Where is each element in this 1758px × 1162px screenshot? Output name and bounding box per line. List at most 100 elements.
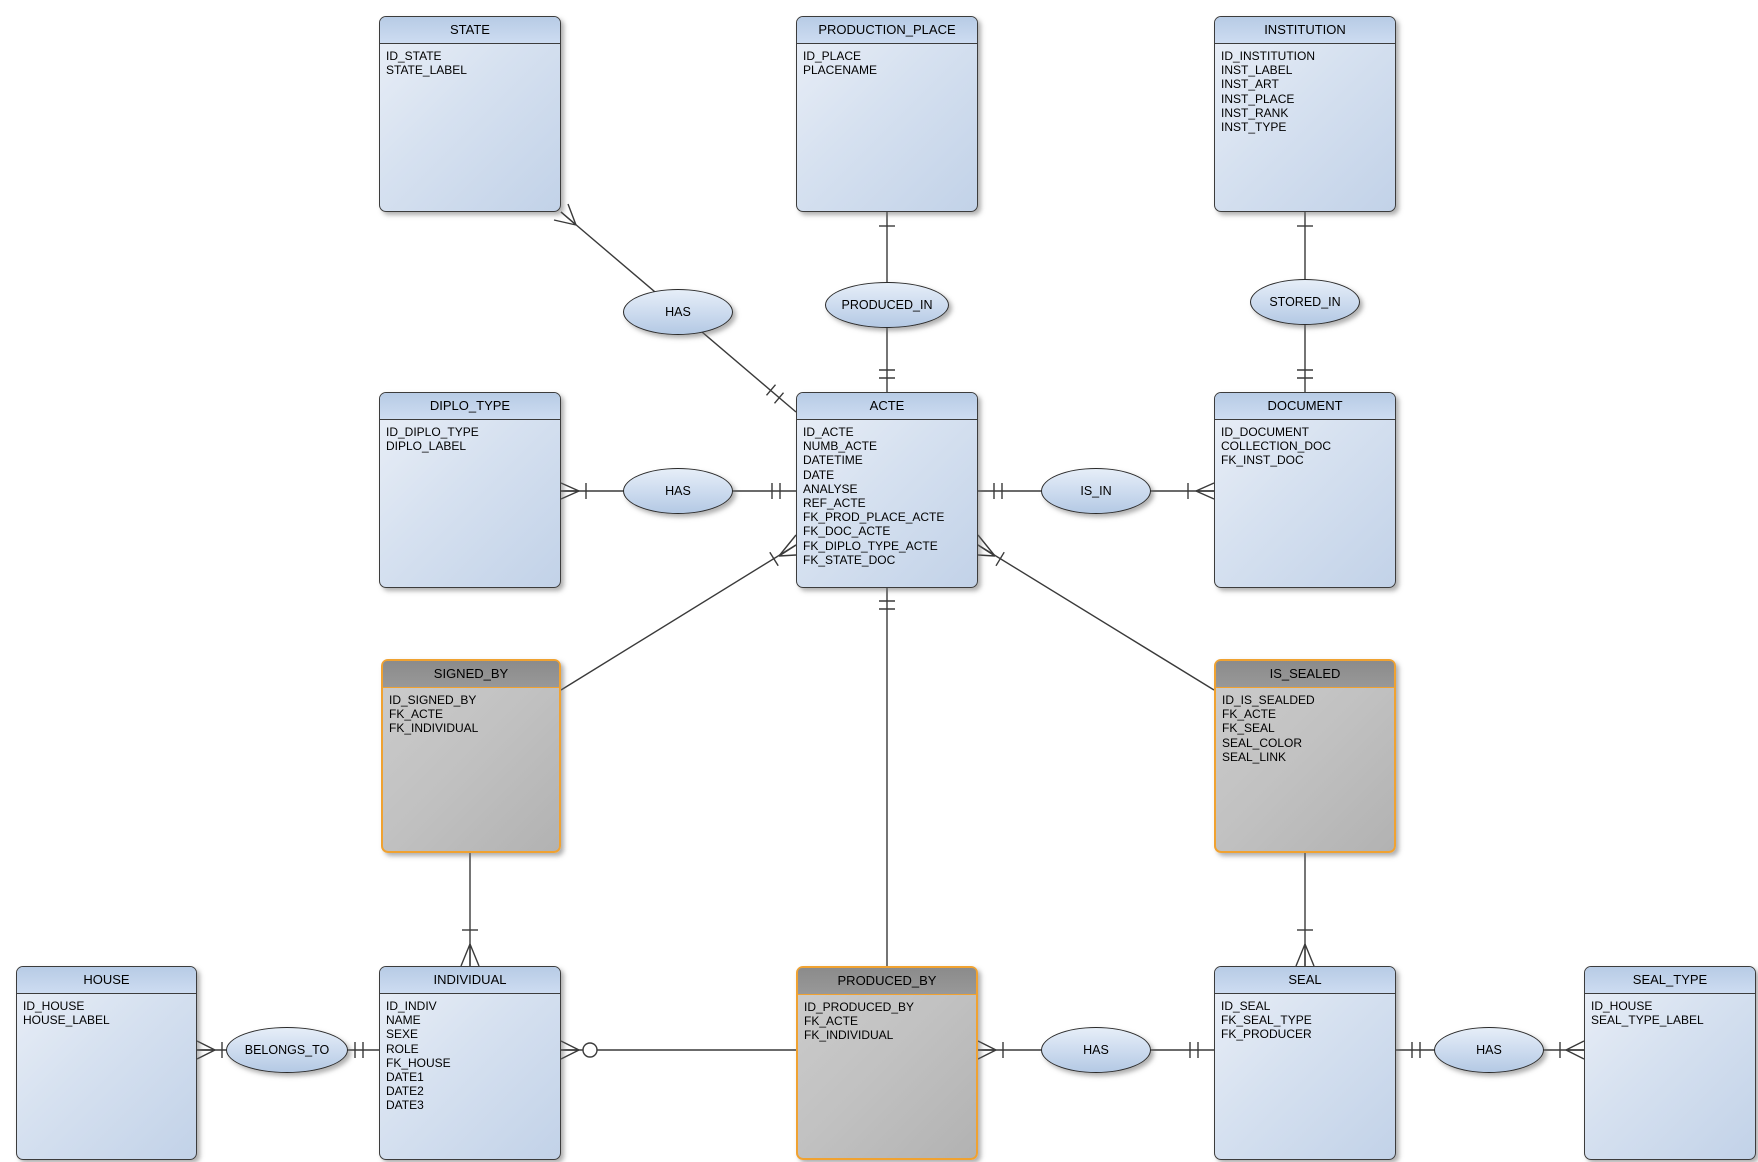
entity-attribute: FK_SEAL_TYPE [1221,1013,1312,1028]
entity-attribute: INST_ART [1221,77,1279,92]
relationship-label: HAS [1476,1043,1502,1057]
relationship-label: HAS [1083,1043,1109,1057]
entity-attribute: ID_PLACE [803,49,862,63]
edge-acte-signed-by [560,534,797,691]
relationship-has-produced-by-seal[interactable]: HAS [1041,1027,1151,1073]
relationship-produced-in[interactable]: PRODUCED_IN [825,282,949,328]
entity-attribute: DATE3 [386,1098,424,1113]
entity-attribute: INST_PLACE [1221,91,1295,106]
edge-signed-by-individual [460,853,480,967]
relationship-has-diplo-type-acte[interactable]: HAS [623,468,733,514]
entity-attribute: FK_ACTE [389,707,444,722]
entity-institution-title: INSTITUTION [1215,17,1395,44]
entity-attribute: SEAL_TYPE_LABEL [1591,1013,1704,1028]
entity-attribute: DIPLO_LABEL [386,439,467,454]
entity-attribute: FK_HOUSE [386,1055,451,1070]
entity-attribute: FK_PRODUCER [1221,1027,1312,1042]
entity-attribute: ID_IS_SEALDED [1222,693,1315,707]
entity-seal-title: SEAL [1215,967,1395,994]
entity-attribute: INST_TYPE [1221,120,1287,135]
entity-acte-title: ACTE [797,393,977,420]
relationship-label: PRODUCED_IN [841,298,933,312]
entity-attribute: ID_SIGNED_BY [389,693,477,707]
relationship-belongs-to[interactable]: BELONGS_TO [226,1027,348,1073]
entity-attribute: DATE1 [386,1070,424,1085]
entity-attribute: ID_SEAL [1221,999,1271,1013]
entity-attribute: PLACENAME [803,63,878,78]
relationship-is-in[interactable]: IS_IN [1041,468,1151,514]
relationship-label: STORED_IN [1269,295,1341,309]
entity-attribute: ID_INSTITUTION [1221,49,1316,63]
entity-attribute: SEAL_LINK [1222,749,1287,764]
entity-attribute: ANALYSE [803,481,858,496]
entity-attribute: ID_INDIV [386,999,437,1013]
entity-attribute: COLLECTION_DOC [1221,439,1332,454]
edge-is-sealed-seal [1295,853,1315,967]
entity-attribute: NUMB_ACTE [803,439,878,454]
entity-document-title: DOCUMENT [1215,393,1395,420]
entity-seal-type-title: SEAL_TYPE [1585,967,1755,994]
entity-attribute: ID_PRODUCED_BY [804,1000,915,1014]
entity-attribute: ROLE [386,1041,419,1056]
entity-attribute: FK_INDIVIDUAL [804,1028,894,1043]
entity-attribute: FK_STATE_DOC [803,552,896,567]
entity-attribute: ID_DIPLO_TYPE [386,425,479,439]
entity-attribute: ID_STATE [386,49,442,63]
entity-diplo-type-title: DIPLO_TYPE [380,393,560,420]
entity-attribute: ID_HOUSE [1591,999,1653,1013]
entity-attribute: FK_SEAL [1222,721,1275,736]
entity-attribute: ID_HOUSE [23,999,85,1013]
entity-house-title: HOUSE [17,967,196,994]
relationship-label: IS_IN [1080,484,1112,498]
entity-produced-by-title: PRODUCED_BY [798,968,976,995]
entity-state-title: STATE [380,17,560,44]
entity-individual-title: INDIVIDUAL [380,967,560,994]
entity-attribute: FK_DOC_ACTE [803,524,891,539]
relationship-label: HAS [665,305,691,319]
relationship-stored-in[interactable]: STORED_IN [1250,279,1360,325]
entity-attribute: FK_INST_DOC [1221,453,1304,468]
entity-attribute: NAME [386,1013,421,1028]
entity-signed-by-title: SIGNED_BY [383,661,559,688]
entity-attribute: INST_LABEL [1221,63,1293,78]
relationship-label: HAS [665,484,691,498]
entity-attribute: INST_RANK [1221,105,1289,120]
entity-attribute: STATE_LABEL [386,63,467,78]
relationship-label: BELONGS_TO [244,1043,330,1057]
relationship-has-seal-seal-type[interactable]: HAS [1434,1027,1544,1073]
edge-acte-is-sealed [977,534,1215,691]
entity-attribute: SEAL_COLOR [1222,735,1303,750]
entity-attribute: SEXE [386,1027,419,1042]
relationship-has-state-acte[interactable]: HAS [623,289,733,335]
entity-attribute: ID_ACTE [803,425,854,439]
entity-attribute: FK_PROD_PLACE_ACTE [803,510,945,525]
